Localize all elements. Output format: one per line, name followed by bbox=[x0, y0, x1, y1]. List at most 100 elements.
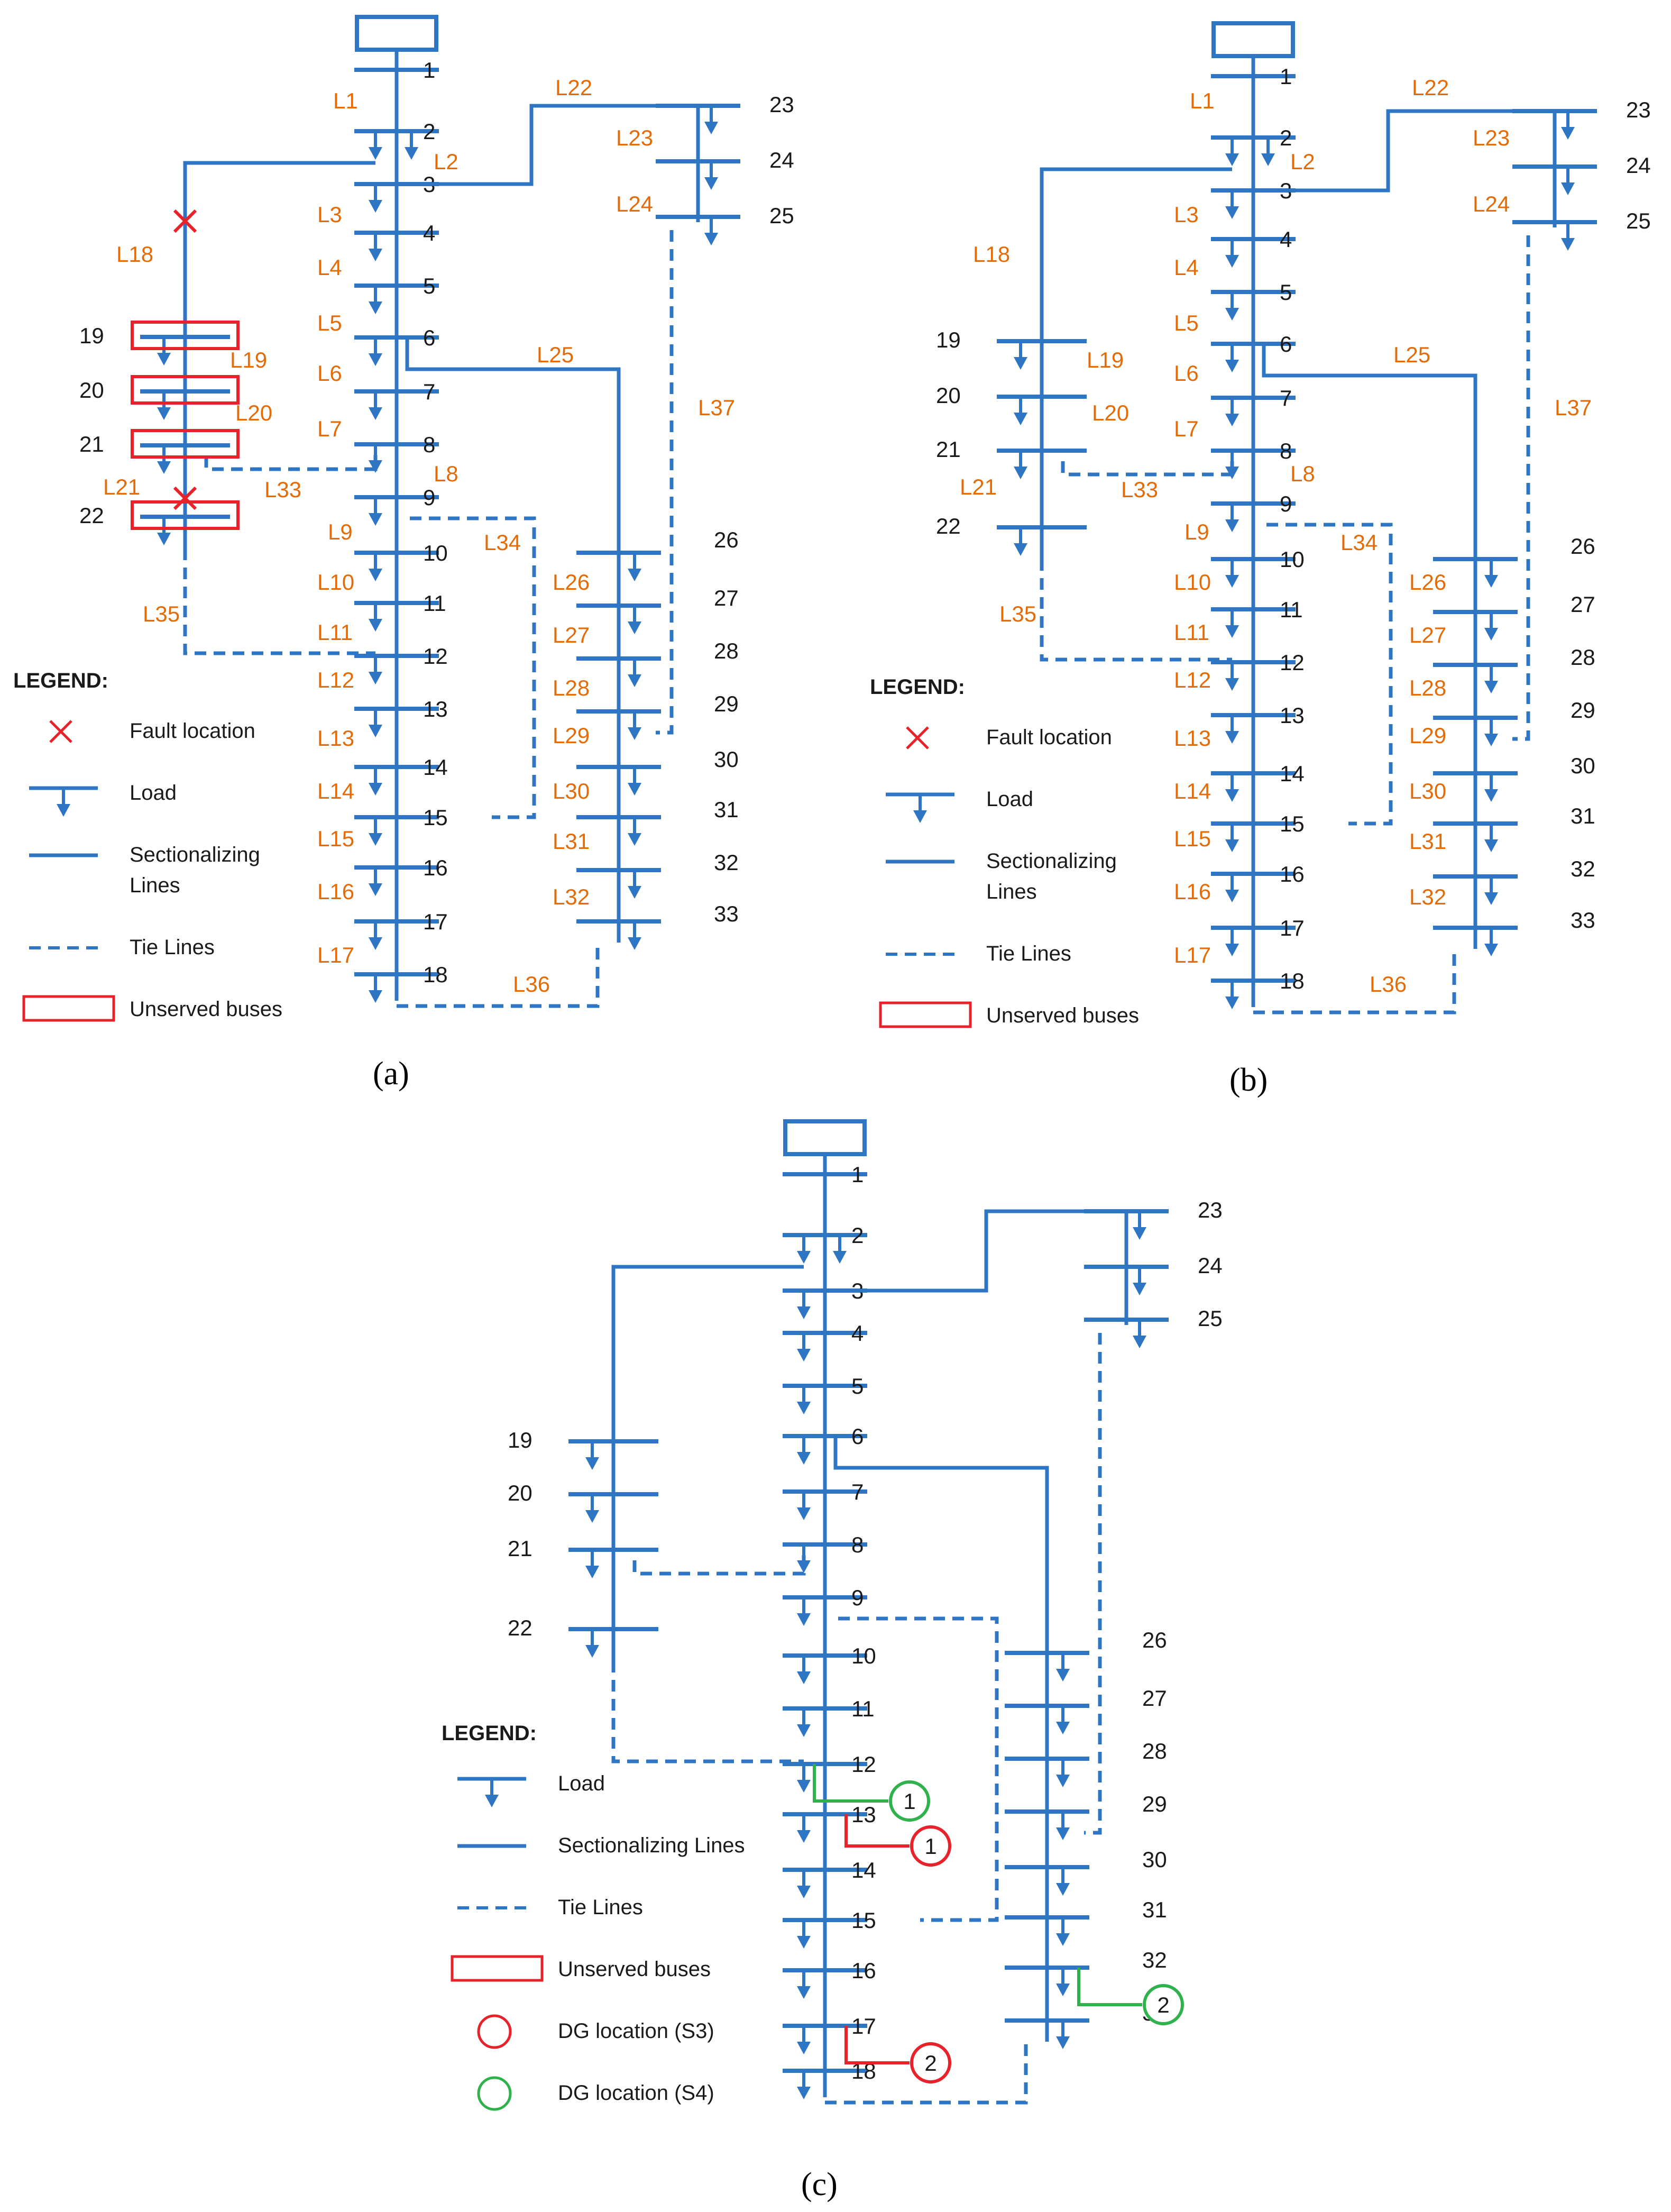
substation-box bbox=[783, 1119, 867, 1156]
load-arrowhead bbox=[485, 1795, 499, 1807]
load-arrowhead bbox=[1014, 543, 1027, 556]
load-icon bbox=[369, 921, 382, 950]
line-label: L26 bbox=[1409, 570, 1446, 595]
panel-caption: (b) bbox=[1229, 1062, 1268, 1098]
bus-label: 11 bbox=[851, 1696, 875, 1721]
bus-label: 15 bbox=[423, 805, 448, 830]
load-icon bbox=[797, 1492, 811, 1520]
load-icon bbox=[1014, 341, 1027, 370]
load-icon bbox=[57, 788, 70, 817]
load-arrowhead bbox=[1225, 519, 1239, 532]
bus-label: 2 bbox=[1280, 125, 1292, 150]
line-label: L24 bbox=[1473, 191, 1510, 216]
tie-line-L36 bbox=[1253, 949, 1456, 1014]
line-label: L10 bbox=[1174, 570, 1211, 595]
load-icon bbox=[1484, 612, 1498, 641]
legend-label: Load bbox=[130, 781, 177, 805]
load-arrowhead bbox=[1225, 206, 1239, 219]
tie-line-L33 bbox=[632, 1555, 806, 1576]
load-icon bbox=[797, 1597, 811, 1626]
load-icon bbox=[485, 1779, 499, 1807]
bus-label: 24 bbox=[1198, 1253, 1223, 1278]
line-label: L31 bbox=[553, 829, 590, 854]
load-icon bbox=[369, 867, 382, 896]
load-icon bbox=[833, 1235, 847, 1264]
bus-label: 4 bbox=[423, 221, 435, 245]
load-icon bbox=[1484, 824, 1498, 852]
line-label: L5 bbox=[1174, 310, 1199, 335]
bus-label: 6 bbox=[851, 1424, 864, 1449]
line-label: L6 bbox=[1174, 361, 1199, 386]
load-arrowhead bbox=[1225, 360, 1239, 372]
load-arrowhead bbox=[1484, 944, 1498, 956]
load-arrowhead bbox=[1225, 678, 1239, 691]
line-label: L37 bbox=[1555, 395, 1592, 420]
bus-label: 8 bbox=[1280, 438, 1292, 463]
bus-label: 28 bbox=[1571, 645, 1595, 670]
bus-label: 26 bbox=[1571, 534, 1595, 559]
load-icon bbox=[797, 1708, 811, 1737]
line-label: L4 bbox=[1174, 255, 1199, 280]
legend-item: Unserved buses bbox=[451, 1955, 711, 1982]
substation-box bbox=[1211, 21, 1295, 58]
legend-label: Lines bbox=[130, 874, 180, 897]
load-icon bbox=[1225, 344, 1239, 372]
bus-label: 16 bbox=[1280, 862, 1305, 886]
load-arrowhead bbox=[157, 407, 171, 420]
line-label: L9 bbox=[1185, 519, 1209, 544]
dg-circle bbox=[889, 1780, 930, 1822]
bus-label: 9 bbox=[851, 1585, 864, 1610]
line-label: L15 bbox=[1174, 826, 1211, 851]
panel-caption: (a) bbox=[373, 1056, 409, 1092]
load-arrowhead bbox=[797, 1671, 811, 1684]
load-arrowhead bbox=[1225, 789, 1239, 802]
dg-circle bbox=[910, 2042, 951, 2083]
bus-label: 12 bbox=[851, 1752, 876, 1777]
legend-label: Unserved buses bbox=[130, 998, 282, 1021]
line-label: L32 bbox=[1409, 884, 1446, 909]
load-icon bbox=[628, 817, 641, 846]
line-label: L19 bbox=[230, 348, 267, 372]
line-label: L28 bbox=[553, 675, 590, 700]
bus-label: 7 bbox=[851, 1479, 864, 1504]
load-arrowhead bbox=[1484, 892, 1498, 905]
line-label: L11 bbox=[1174, 620, 1209, 645]
tie-line-L35 bbox=[1040, 559, 1232, 662]
load-arrowhead bbox=[369, 249, 382, 261]
load-icon bbox=[1484, 559, 1498, 588]
line-label: L33 bbox=[1121, 477, 1158, 502]
load-arrowhead bbox=[1056, 1775, 1070, 1787]
load-icon bbox=[1056, 1706, 1070, 1734]
line-label: L11 bbox=[317, 620, 353, 645]
panel-c: 1234567891011121314151617181920212223242… bbox=[442, 1119, 1223, 2202]
load-arrowhead bbox=[585, 1510, 599, 1523]
load-icon bbox=[369, 497, 382, 526]
load-arrowhead bbox=[1484, 839, 1498, 852]
load-icon bbox=[1225, 662, 1239, 691]
panel-a: 1234567891011121314151617181920212223242… bbox=[13, 15, 794, 1092]
bus-label: 19 bbox=[936, 327, 961, 352]
line-label: L32 bbox=[553, 884, 590, 909]
panel-caption: (c) bbox=[801, 2167, 838, 2202]
bus-label: 13 bbox=[423, 697, 448, 721]
bus-label: 33 bbox=[714, 901, 739, 926]
bus-label: 28 bbox=[1142, 1739, 1167, 1763]
bus-label: 21 bbox=[79, 432, 104, 456]
tie-line-L36 bbox=[825, 2042, 1028, 2105]
bus-label: 6 bbox=[1280, 332, 1292, 357]
legend-label: DG location (S4) bbox=[558, 2081, 714, 2105]
bus-label: 21 bbox=[936, 437, 961, 462]
line-label: L5 bbox=[317, 310, 342, 335]
line-label: L34 bbox=[484, 530, 521, 555]
line-label: L13 bbox=[317, 726, 354, 751]
bus-label: 32 bbox=[1142, 1948, 1167, 1972]
line-label: L23 bbox=[1473, 125, 1510, 150]
line-label: L28 bbox=[1409, 675, 1446, 700]
bus-label: 29 bbox=[1142, 1791, 1167, 1816]
load-arrowhead bbox=[369, 301, 382, 314]
dg-circle-icon bbox=[477, 2076, 512, 2111]
load-arrowhead bbox=[1056, 1669, 1070, 1681]
load-arrowhead bbox=[369, 353, 382, 366]
load-icon bbox=[157, 337, 171, 365]
load-icon bbox=[585, 1494, 599, 1523]
